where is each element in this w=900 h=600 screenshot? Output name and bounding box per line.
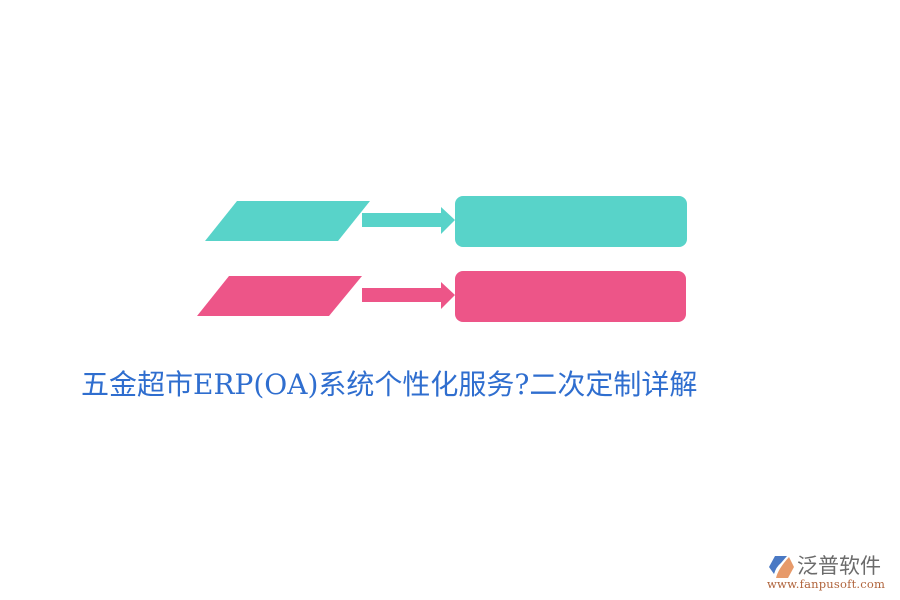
pink-arrow-shaft	[362, 288, 441, 302]
fanpu-logo-icon	[769, 556, 794, 578]
page-title: 五金超市ERP(OA)系统个性化服务?二次定制详解	[81, 368, 698, 401]
diagram-row-teal	[205, 196, 687, 247]
fanpu-logo: 泛普软件 www.fanpusoft.com	[767, 553, 892, 593]
logo-website-url: www.fanpusoft.com	[767, 577, 886, 591]
pink-arrow-head-icon	[441, 282, 455, 309]
teal-rounded-box	[455, 196, 687, 247]
pink-parallelogram	[197, 276, 362, 316]
diagram-row-pink	[197, 271, 686, 322]
pink-rounded-box	[455, 271, 686, 322]
teal-arrow-shaft	[362, 213, 441, 227]
logo-brand-name: 泛普软件	[797, 554, 881, 578]
teal-arrow-head-icon	[441, 207, 455, 234]
teal-parallelogram	[205, 201, 370, 241]
